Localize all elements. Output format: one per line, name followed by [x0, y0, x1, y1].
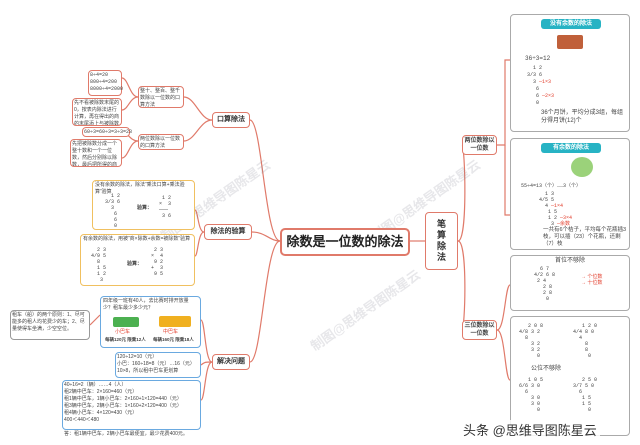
oral-note1-text: 先不看被除数末尾的0，按表内除法进行计算，再在得出的商的末尾添上与被除数末尾相同…: [74, 100, 120, 126]
bus-small-icon: [113, 317, 139, 327]
bricks-icon: [557, 35, 583, 49]
written-three-digit-label: 三位数除以一位数: [464, 323, 495, 337]
oral-note2-text: 先把被除数分成一个整十数和一个一位数，然后分别除以除数，最后把所得的商相加: [72, 141, 118, 167]
tag-no-remainder: 没有余数的除法: [541, 19, 601, 29]
written-note2: 一共有6个桔子，平均每个花瓶插3枝，可以插（23）个花瓶，还剩（7）枝: [543, 227, 627, 247]
oral-example: 8÷4=20: [90, 72, 109, 78]
branch-problem: 解决问题: [212, 354, 250, 370]
bus-big-icon: [159, 316, 191, 327]
problem-sol: 租4辆小巴车：4×120=430（元）: [64, 410, 138, 416]
center-node: 除数是一位数的除法: [280, 228, 410, 256]
problem-sol: 租3辆中巴车，2辆小巴车：1×160+2×120=400（元）: [64, 403, 182, 409]
problem-sol: 400＜440＜480: [64, 417, 100, 423]
oral-note1: 先不看被除数末尾的0，按表内除法进行计算，再在得出的商的末尾添上与被除数末尾相同…: [72, 98, 122, 126]
problem-compare: 120÷12=10（元） 小巴：160÷18=8（元）…16（元） 10>8，所…: [115, 352, 201, 378]
bus-small-info: 每辆120元 限乘12人: [105, 337, 146, 342]
bus-big-label: 中巴车: [163, 329, 179, 335]
written-rule3: 首位不够除: [554, 258, 585, 264]
problem-question: 四年级一班有40人，去比赛时排开放量少？租车最少多少元？: [103, 298, 189, 311]
branch-check: 除法的验算: [204, 224, 252, 240]
problem-question-card: 四年级一班有40人，去比赛时排开放量少？租车最少多少元？ 小巴车 中巴车 每辆1…: [100, 296, 201, 348]
oral-examples: 8÷4=20 800÷4=200 8000÷4=2000: [88, 70, 124, 96]
branch-oral: 口算除法: [212, 112, 250, 128]
written-eq1: 36÷3=12: [525, 55, 551, 62]
written-hint3: → 个位数→ 十位数: [581, 274, 603, 286]
problem-calc: 10>8，所以租中巴车更划算: [117, 368, 179, 374]
branch-written-label: 笔算除法: [436, 219, 446, 263]
branch-oral-label: 口算除法: [217, 116, 245, 123]
written-note1: 36个月饼，平均分成3组，每组分得月饼(12)个: [541, 110, 624, 124]
oral-examples2: 60÷3=60÷3=3÷3=23: [82, 127, 133, 137]
written-three-digit: 三位数除以一位数: [462, 320, 497, 340]
branch-problem-label: 解决问题: [217, 358, 245, 365]
bus-big-info: 每辆160元 限乘18人: [153, 337, 194, 342]
oral-examples2-text: 60÷3=60÷3=3÷3=23: [84, 129, 133, 135]
oral-method2: 两位数除以一位数的口算方法: [138, 134, 184, 150]
problem-sol: 40÷16=2（辆）……4（人）: [64, 382, 127, 388]
problem-calc: 小巴：160÷18=8（元）…16（元）: [117, 361, 195, 367]
written-two-digit: 两位数除以一位数: [462, 135, 497, 155]
branch-written: 笔算除法: [425, 212, 458, 270]
check-label1: 验算：: [137, 205, 153, 211]
problem-sol: 租2辆中巴车：2×160=460（元）: [64, 389, 138, 395]
check-verify1: 1 2× 3――― 3 6: [159, 195, 172, 219]
check-note1: 没有余数的除法，除法“乘法口算+乘法验算”验算: [95, 182, 185, 195]
oral-note2: 先把被除数分成一个整十数和一个一位数，然后分别除以除数，最后把所得的商相加: [70, 139, 122, 167]
bus-small-label: 小巴车: [115, 329, 131, 335]
problem-left-note-text: 租车（船）的两个原则：1、尽可能多的租人均花费少的车；2、尽量使得车坐满，少空空…: [12, 312, 85, 332]
problem-solution: 40÷16=2（辆）……4（人） 租2辆中巴车：2×160=460（元） 租1辆…: [62, 380, 201, 430]
oral-method2-text: 两位数除以一位数的口算方法: [140, 136, 181, 149]
oral-example: 800÷4=200: [90, 79, 118, 85]
branch-check-label: 除法的验算: [210, 228, 246, 235]
written-rule4: 公位不够除: [531, 366, 562, 372]
written-eq2: 55÷4=13（个）……3（个）: [521, 183, 582, 189]
problem-calc: 120÷12=10（元）: [117, 354, 158, 360]
problem-left-note: 租车（船）的两个原则：1、尽可能多的租人均花费少的车；2、尽量使得车坐满，少空空…: [10, 310, 90, 340]
flower-icon: [571, 157, 593, 177]
tag-with-remainder: 有余数的除法: [541, 143, 601, 153]
footer-credit: 头条 @思维导图陈星云: [460, 420, 600, 439]
check-label2: 验算：: [127, 261, 143, 267]
center-title: 除数是一位数的除法: [286, 234, 404, 249]
problem-sol: 租1辆中巴车，1辆小巴车：2×160+1×120=440（元）: [64, 396, 182, 402]
problem-answer: 答：租1辆中巴车，2辆小巴车最便宜，最少花费400元。: [64, 431, 188, 437]
written-work3: 6 7 4/2 6 8 2 4 2 8 2 8 0: [531, 266, 556, 302]
check-note2: 有余数的除法，用被“商×除数+余数=被除数”验算: [83, 236, 191, 242]
oral-example: 8000÷4=2000: [90, 86, 124, 92]
written-card-3: 首位不够除 6 7 4/2 6 8 2 4 2 8 2 8 0 → 个位数→ 十…: [510, 255, 630, 311]
oral-method1-text: 整十、整百、整千数除以一位数的口算方法: [140, 88, 181, 108]
written-two-digit-label: 两位数除以一位数: [464, 138, 495, 152]
check-verify2: 2 3× 4 9 2+ 3 9 5: [151, 247, 164, 277]
oral-method1: 整十、整百、整千数除以一位数的口算方法: [138, 86, 184, 108]
